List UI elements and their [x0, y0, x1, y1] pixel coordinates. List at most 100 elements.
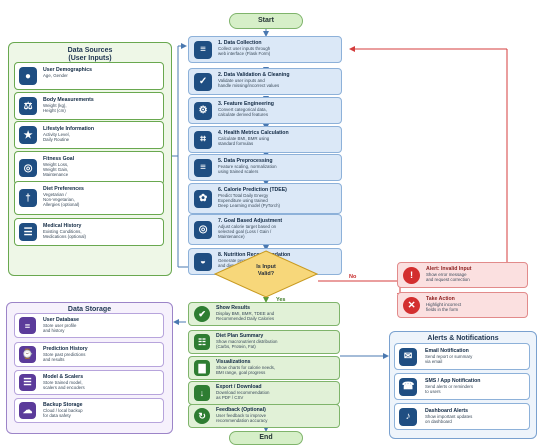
user-icon: ● [19, 67, 37, 85]
source-target-desc: Weight Loss, Weight Gain, Maintenance [43, 162, 69, 178]
warning-icon: ! [403, 266, 420, 284]
database-icon: ≡ [194, 40, 212, 59]
output-check-title: Show Results [216, 305, 251, 311]
clipboard-icon: ☰ [19, 223, 37, 241]
food-bowl-icon: ◒ [194, 252, 212, 271]
gear-icon: ⚙ [194, 101, 212, 120]
validity-decision [214, 250, 318, 298]
notification-bell-title: Dashboard Alerts [425, 408, 469, 414]
scale-icon: ⚖ [19, 97, 37, 115]
notification-envelope-desc: Send report or summary via email [425, 354, 473, 365]
step-3-desc: Convert categorical data, calculate deri… [218, 107, 269, 118]
notification-phone-desc: Send alerts or reminders to users [425, 384, 474, 395]
step-5-title: 5. Data Preprocessing [218, 158, 273, 164]
storage-stack-desc: Store trained model, scalers and encoder… [43, 380, 85, 391]
download-icon: ↓ [194, 385, 210, 401]
storage-stack-title: Model & Scalers [43, 374, 84, 380]
start-terminal: Start [229, 13, 303, 29]
no-label: No [349, 274, 357, 280]
alert-1-title: Alert: Invalid Input [426, 266, 472, 272]
output-refresh: ↻Feedback (Optional)User feedback to imp… [188, 404, 340, 428]
step-4-title: 4. Health Metrics Calculation [218, 130, 289, 136]
running-person-icon: ★ [19, 126, 37, 144]
alerts-notifications-title: Alerts & Notifications [427, 335, 499, 342]
output-check-desc: Display BMI, BMR, TDEE and Recommended D… [216, 311, 275, 322]
storage-database-desc: Store user profile and history [43, 323, 77, 334]
target-icon: ◎ [19, 159, 37, 177]
source-clipboard-desc: Existing Conditions, Medications (option… [43, 229, 86, 240]
bell-icon: ♪ [399, 407, 417, 426]
step-6: ✿ 6. Calorie Prediction (TDEE)Predict Tot… [188, 183, 342, 214]
envelope-icon: ✉ [399, 347, 417, 366]
history-icon: ⌚ [19, 346, 36, 363]
data-sources-title: Data Sources (User Inputs) [67, 47, 113, 62]
step-3-title: 3. Feature Engineering [218, 101, 274, 107]
storage-history-title: Prediction History [43, 346, 88, 352]
notification-bell-desc: Show important updates on dashboard [425, 414, 473, 425]
calculator-icon: ⌗ [194, 130, 212, 149]
source-running-person-desc: Activity Level, Daily Routine [43, 132, 70, 143]
output-download-desc: Download recommendation as PDF / CSV [216, 390, 270, 401]
sliders-icon: ≡ [194, 158, 212, 177]
step-7-title: 7. Goal Based Adjustment [218, 218, 283, 224]
output-document-desc: Show macronutrient distribution (Carbs, … [216, 339, 278, 350]
step-6-title: 6. Calorie Prediction (TDEE) [218, 187, 287, 193]
output-refresh-desc: User feedback to improve recommendation … [216, 413, 268, 424]
utensils-icon: † [19, 189, 37, 207]
notification-phone-title: SMS / App Notification [425, 378, 481, 384]
checklist-icon: ✓ [194, 72, 212, 91]
database-icon: ≡ [19, 317, 36, 334]
step-1-title: 1. Data Collection [218, 40, 262, 46]
step-6-desc: Predict Total Daily Energy Expenditure u… [218, 193, 280, 209]
step-1-desc: Collect user inputs through web interfac… [218, 46, 271, 57]
step-5-desc: Feature scaling, normalization using tra… [218, 164, 277, 175]
output-download-title: Export / Download [216, 384, 262, 390]
source-user-desc: Age, Gender [43, 73, 68, 78]
step-8-title: 8. Nutrition Recommendation [218, 252, 291, 258]
alert-1-desc: Show error message and request correctio… [426, 272, 470, 283]
backup-icon: ☁ [19, 402, 36, 419]
data-storage-title: Data Storage [67, 306, 112, 313]
stack-icon: ☰ [19, 374, 36, 391]
source-utensils-title: Diet Preferences [43, 186, 84, 192]
source-clipboard-title: Medical History [43, 223, 82, 229]
source-scale-desc: Weight (kg), Height (cm) [43, 103, 67, 114]
close-icon: ✕ [403, 296, 420, 314]
decision-label: Is Input Valid? [256, 264, 276, 277]
source-scale-title: Body Measurements [43, 97, 94, 103]
output-bar-chart-desc: Show charts for calorie needs, BMI range… [216, 365, 276, 376]
end-terminal: End [229, 431, 303, 445]
source-running-person-title: Lifestyle Information [43, 126, 95, 132]
brain-icon: ✿ [194, 189, 212, 208]
document-icon: ☷ [194, 334, 210, 350]
source-user-title: User Demographics [43, 67, 93, 73]
step-4-desc: Calculate BMI, BMR using standard formul… [218, 136, 270, 147]
step-7-desc: Adjust calorie target based on selected … [218, 224, 277, 240]
output-document-title: Diet Plan Summary [216, 333, 264, 339]
storage-backup-desc: Cloud / local backup for data safety [43, 408, 83, 419]
bar-chart-icon: ▇ [194, 360, 210, 376]
step-2-desc: Validate user inputs and handle missing/… [218, 78, 280, 89]
storage-database-title: User Database [43, 317, 80, 323]
check-icon: ✔ [194, 306, 210, 322]
refresh-icon: ↻ [194, 408, 210, 424]
